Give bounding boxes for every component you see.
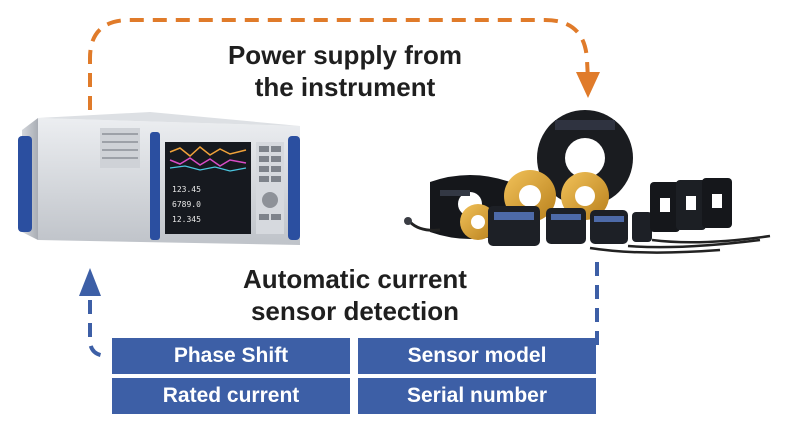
vent-grille: [100, 128, 140, 168]
power-arrow-head: [576, 72, 600, 98]
detection-arrow-head: [79, 268, 101, 296]
sensor-info-grid: Phase Shift Sensor model Rated current S…: [112, 338, 596, 414]
block-sensors: [650, 178, 732, 232]
power-supply-caption-line-2: the instrument: [254, 71, 436, 102]
screen-reading-1: 123.45: [172, 185, 201, 194]
detection-arrow: [79, 262, 599, 358]
ring-sensor-large: [537, 110, 633, 206]
sensor-cables: [404, 217, 771, 254]
power-supply-caption-line-1: Power supply from: [227, 40, 463, 70]
screen-reading-3: 12.345: [172, 215, 201, 224]
sensor-detection-caption-line-2: sensor detection: [250, 295, 460, 326]
info-cell-phase-shift: Phase Shift: [112, 338, 350, 374]
current-sensors-image: [404, 110, 771, 254]
instrument-keypad: [256, 142, 284, 234]
instrument-screen: 123.45 6789.0 12.345: [165, 142, 251, 234]
info-cell-serial-number: Serial number: [358, 378, 596, 414]
power-supply-caption: Power supply from the instrument: [195, 40, 495, 103]
sensor-detection-caption: Automatic current sensor detection: [190, 264, 520, 327]
instrument-image: 123.45 6789.0 12.345: [18, 112, 300, 245]
sensor-detection-caption-line-1: Automatic current: [243, 264, 467, 294]
clip-sensors: [488, 206, 652, 246]
power-supply-arrow: [88, 18, 600, 110]
screen-reading-2: 6789.0: [172, 200, 201, 209]
info-cell-sensor-model: Sensor model: [358, 338, 596, 374]
info-cell-rated-current: Rated current: [112, 378, 350, 414]
